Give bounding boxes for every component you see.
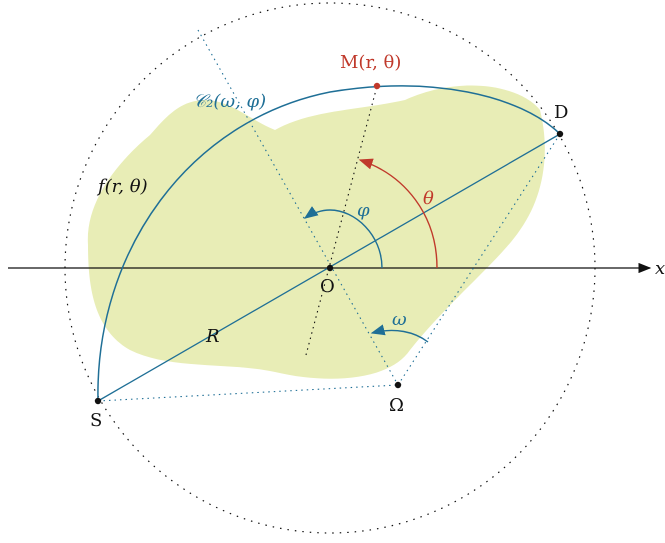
label-theta: θ	[423, 188, 434, 209]
omega-d-line	[397, 133, 561, 386]
label-s: S	[90, 410, 102, 431]
c2-arc	[97, 85, 561, 402]
label-f: f(r, θ)	[96, 176, 148, 197]
point-s	[94, 397, 102, 405]
point-omega	[394, 381, 402, 389]
point-d	[556, 130, 564, 138]
om-dotted-line	[305, 85, 378, 356]
omega-arc	[370, 324, 429, 343]
label-d: D	[554, 102, 568, 123]
s-omega-line	[97, 384, 399, 402]
label-phi: φ	[357, 200, 370, 221]
label-x-axis: x	[655, 258, 665, 279]
label-omega: Ω	[389, 395, 404, 416]
label-o: O	[320, 276, 335, 297]
point-m	[373, 82, 381, 90]
label-m: M(r, θ)	[340, 52, 401, 73]
phi-dotted-line	[197, 29, 399, 386]
theta-arc	[358, 158, 438, 269]
phi-arc	[303, 206, 383, 269]
label-omega-angle: ω	[392, 309, 407, 330]
label-c2: 𝒞₂(ω, φ)	[193, 91, 266, 112]
label-r: R	[205, 326, 220, 347]
object-region	[87, 85, 545, 379]
point-o	[326, 264, 334, 272]
